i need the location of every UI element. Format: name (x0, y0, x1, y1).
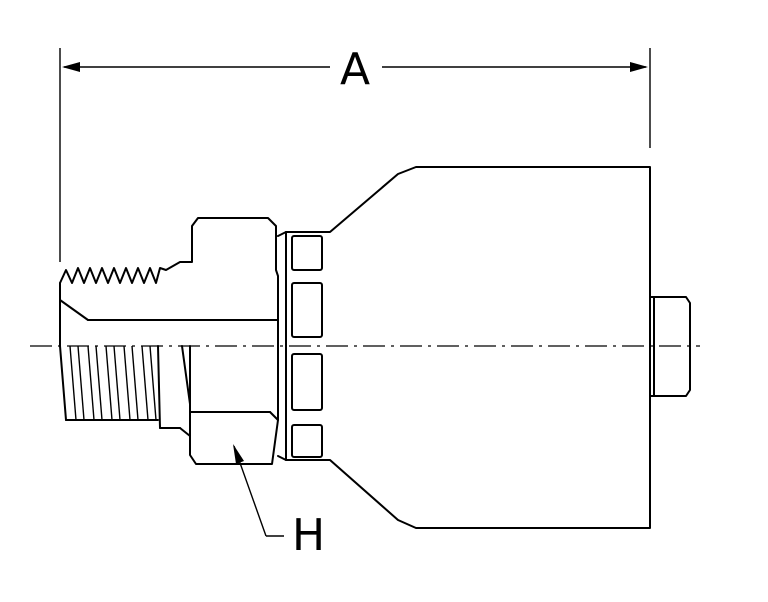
arrowhead-left (62, 62, 80, 72)
thread-lower-end (157, 345, 161, 429)
male-thread-end (59, 255, 279, 437)
socket-shell (285, 166, 651, 529)
thread-chamfer (59, 299, 89, 321)
leader-arrowhead (233, 444, 244, 464)
crimp-window-1 (291, 235, 323, 271)
hex-face-right (269, 411, 279, 421)
socket-outline (285, 166, 651, 529)
hose-outline (649, 296, 691, 397)
hex-outline (189, 217, 279, 465)
dimension-label-a: A (340, 44, 370, 95)
dimension-a: A (59, 44, 651, 262)
thread-teeth-top (59, 255, 193, 284)
dimension-label-h: H (292, 510, 325, 561)
thread-relief-chamfer (179, 427, 191, 437)
crimp-window-4 (291, 424, 323, 458)
hex-inner-taper (181, 345, 191, 405)
hex-nut (181, 217, 279, 465)
collar-bottom-step (277, 455, 287, 461)
thread-lines-lower (69, 345, 157, 421)
collar-top-step (277, 231, 287, 237)
crimp-window-3 (291, 353, 323, 411)
crimp-window-2 (291, 282, 323, 338)
hose-stub (649, 296, 691, 397)
leader-h: H (233, 444, 325, 561)
ferrule-collar (277, 231, 323, 461)
arrowhead-right (630, 62, 648, 72)
thread-lower-taper (59, 345, 67, 421)
